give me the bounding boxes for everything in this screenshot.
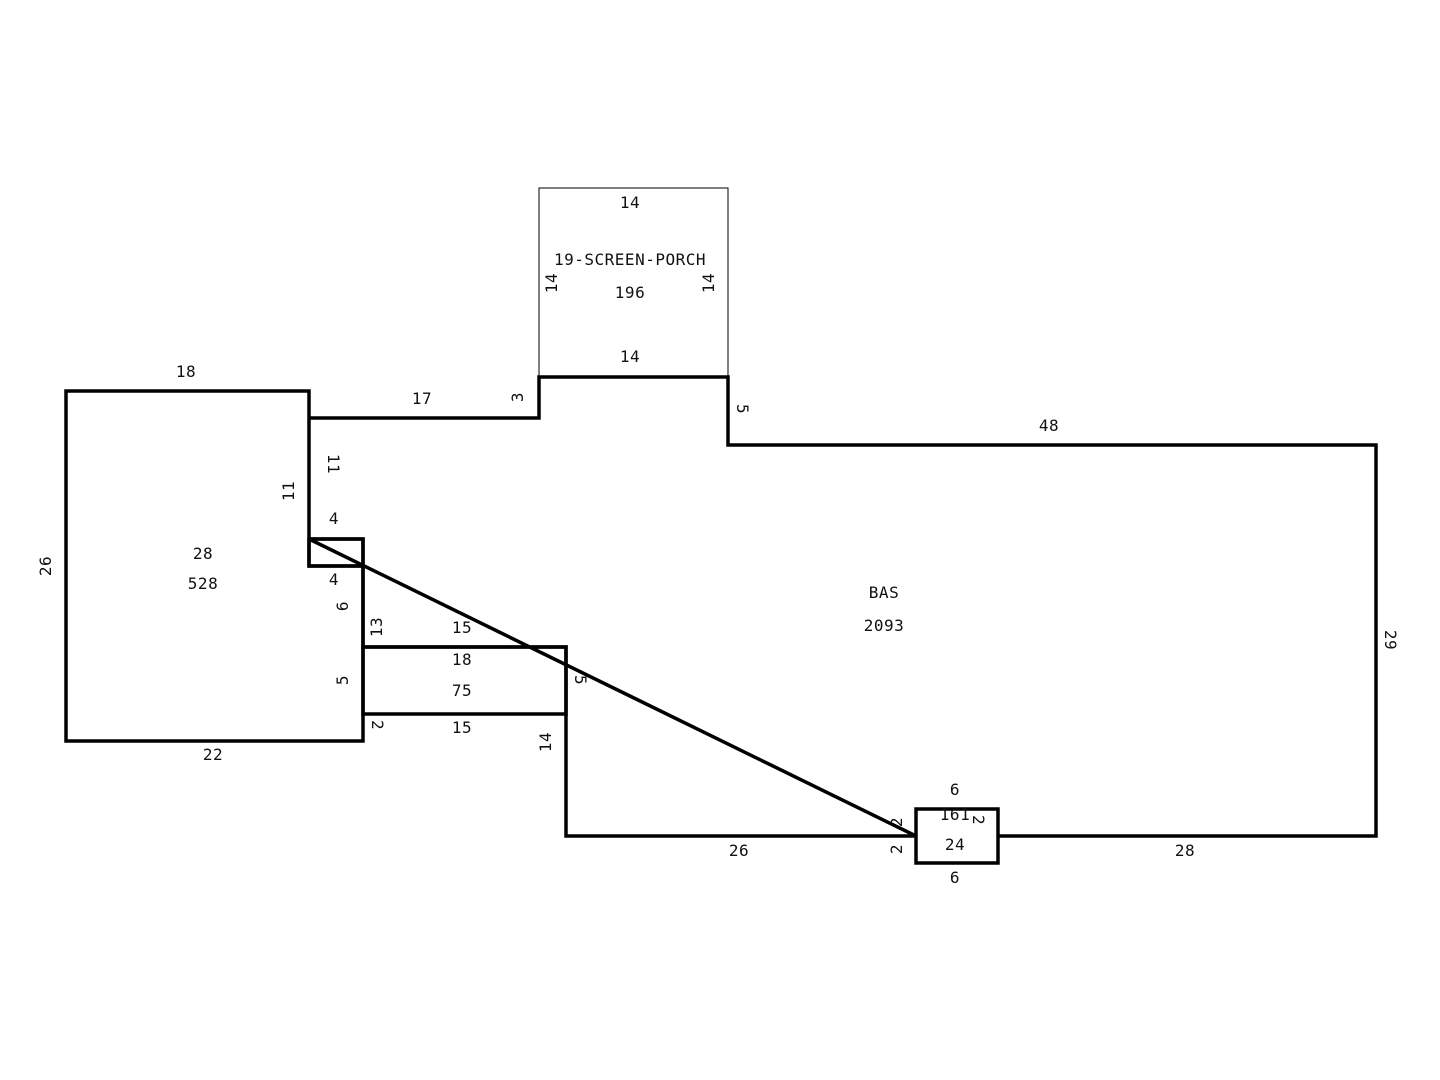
dim-porch-right: 14 xyxy=(699,273,718,293)
dim-garage-top: 18 xyxy=(176,362,196,381)
dim-inner-right: 5 xyxy=(571,675,590,685)
dim-small-left-a: 2 xyxy=(887,817,906,827)
dim-small-right: 2 xyxy=(969,815,988,825)
garage-area: 528 xyxy=(188,574,218,593)
notch-outline xyxy=(307,537,365,568)
dim-upper-wall: 17 xyxy=(412,389,432,408)
dim-inner-bottom: 15 xyxy=(452,718,472,737)
screen-porch-area: 196 xyxy=(615,283,645,302)
dim-porch-left: 14 xyxy=(542,273,561,293)
small-area-outline xyxy=(914,807,1000,865)
dim-lower-14: 14 xyxy=(536,732,555,752)
dim-porch-top: 14 xyxy=(620,193,640,212)
dim-bottom-left: 26 xyxy=(729,841,749,860)
small-area: 24 xyxy=(945,835,965,854)
dim-left-6: 6 xyxy=(333,601,352,611)
dim-small-left-b: 2 xyxy=(887,844,906,854)
garage-code: 28 xyxy=(193,544,213,563)
dim-step-5: 5 xyxy=(733,404,752,414)
inner-area-outline xyxy=(361,645,568,716)
dim-left-5: 5 xyxy=(333,675,352,685)
dim-small-top: 6 xyxy=(950,780,960,799)
dim-left-11-b: 11 xyxy=(324,454,343,474)
dim-left-11-a: 11 xyxy=(279,481,298,501)
dim-left-2: 2 xyxy=(368,720,387,730)
dim-garage-bottom: 22 xyxy=(203,745,223,764)
small-code: 161 xyxy=(940,805,970,824)
dim-bottom-right: 28 xyxy=(1175,841,1195,860)
screen-porch-name: 19-SCREEN-PORCH xyxy=(554,250,706,269)
dim-step-3: 3 xyxy=(508,392,527,402)
inner-code: 18 xyxy=(452,650,472,669)
inner-area: 75 xyxy=(452,681,472,700)
dim-right-side: 29 xyxy=(1381,630,1400,650)
dim-left-13: 13 xyxy=(367,617,386,637)
bas-area: 2093 xyxy=(864,616,905,635)
dim-porch-bottom: 14 xyxy=(620,347,640,366)
dim-notch-top: 4 xyxy=(329,509,339,528)
dim-notch-bottom: 4 xyxy=(329,570,339,589)
dim-inner-top: 15 xyxy=(452,618,472,637)
dim-garage-left: 26 xyxy=(36,556,55,576)
bas-outline xyxy=(308,375,1378,838)
bas-name: BAS xyxy=(869,583,899,602)
dim-top-right: 48 xyxy=(1039,416,1059,435)
dim-small-bottom: 6 xyxy=(950,868,960,887)
